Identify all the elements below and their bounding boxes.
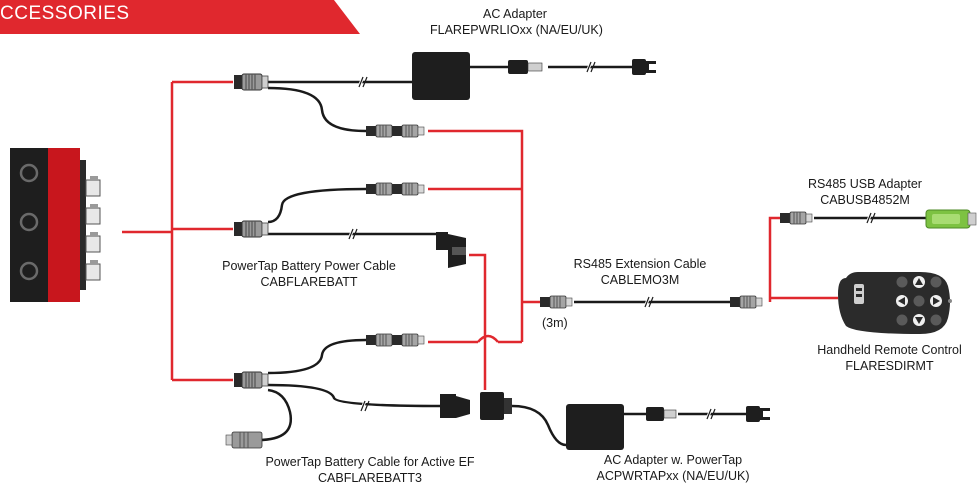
- ac-adapter-brick: [412, 52, 470, 100]
- powertap-active-ef-code: CABFLAREBATT3: [318, 471, 422, 485]
- ac-adapter-label: AC Adapter FLAREPWRLIOxx (NA/EU/UK): [430, 6, 603, 38]
- connection-lines: [122, 80, 838, 390]
- camera-device-icon: [10, 148, 101, 302]
- rs485-extension-length: (3m): [542, 316, 568, 330]
- powertap-plug: [436, 232, 466, 268]
- rs485-extension-name: RS485 Extension Cable: [573, 257, 707, 271]
- remote-code: FLARESDIRMT: [845, 359, 934, 373]
- powertap-active-ef-name: PowerTap Battery Cable for Active EF: [265, 455, 475, 469]
- remote-label: Handheld Remote Control FLARESDIRMT: [800, 342, 979, 374]
- ac-powertap-code: ACPWRTAPxx (NA/EU/UK): [596, 469, 750, 483]
- powertap-active-ef-label: PowerTap Battery Cable for Active EF CAB…: [250, 454, 490, 486]
- rs485-usb-label: RS485 USB Adapter CABUSB4852M: [790, 176, 940, 208]
- powertap-battery-code: CABFLAREBATT: [260, 275, 358, 289]
- remote-control-icon: [838, 272, 952, 334]
- powertap-active-ef-plugs: [440, 392, 512, 420]
- ac-powertap-label: AC Adapter w. PowerTap ACPWRTAPxx (NA/EU…: [588, 452, 758, 484]
- ac-adapter-name: AC Adapter: [483, 7, 547, 21]
- powertap-battery-cable: [267, 187, 436, 236]
- rs485-usb-code: CABUSB4852M: [820, 193, 910, 207]
- powertap-battery-label: PowerTap Battery Power Cable CABFLAREBAT…: [214, 258, 404, 290]
- ac-powertap-brick: [566, 404, 624, 450]
- usb-adapter-icon: [779, 209, 977, 229]
- powertap-active-ef-cable: [257, 338, 567, 447]
- banner-shape: [0, 0, 360, 34]
- rs485-extension-cable: [539, 295, 763, 309]
- powertap-battery-name: PowerTap Battery Power Cable: [222, 259, 396, 273]
- ac-adapter-code: FLAREPWRLIOxx (NA/EU/UK): [430, 23, 603, 37]
- page-banner-title: CCESSORIES: [0, 3, 130, 24]
- ac-powertap-name: AC Adapter w. PowerTap: [603, 453, 743, 467]
- remote-name: Handheld Remote Control: [817, 343, 962, 357]
- rs485-extension-label: RS485 Extension Cable CABLEMO3M: [560, 256, 720, 288]
- rs485-extension-code: CABLEMO3M: [600, 273, 680, 287]
- rs485-usb-name: RS485 USB Adapter: [808, 177, 922, 191]
